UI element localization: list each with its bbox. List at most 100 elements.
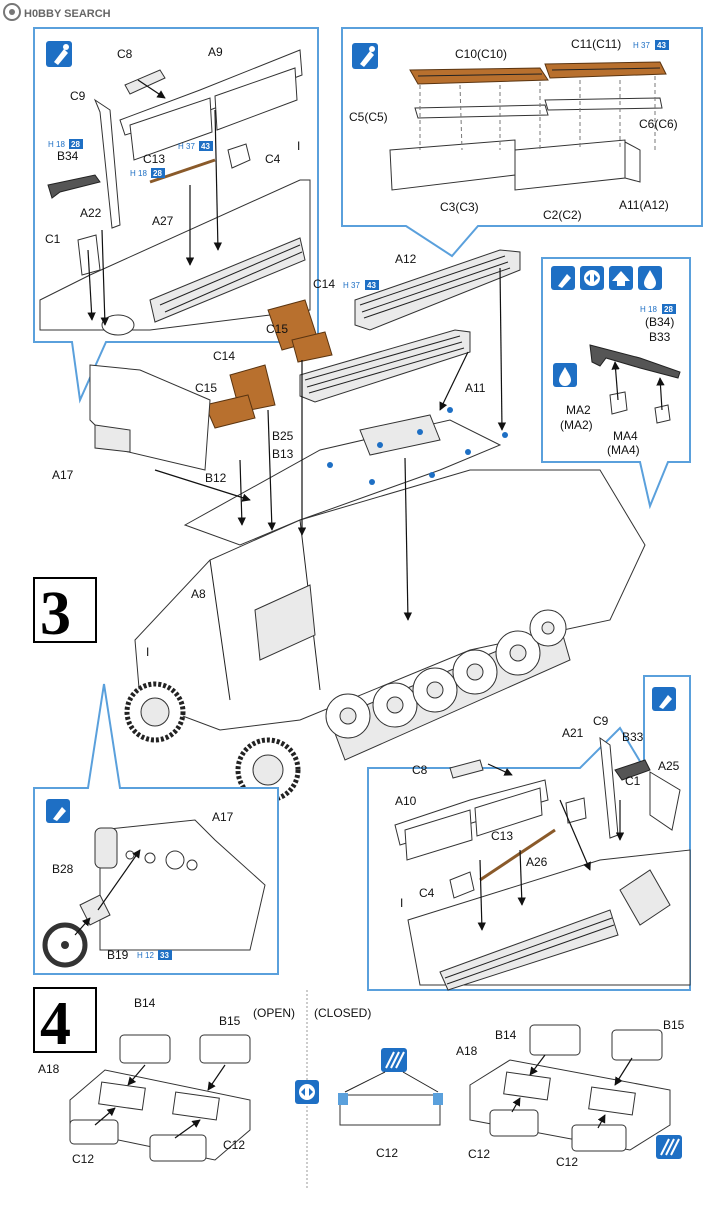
label-ma2: MA2 xyxy=(566,403,591,417)
label-c9: C9 xyxy=(593,714,609,728)
label-c12-open-right: C12 xyxy=(223,1138,245,1152)
label-c5: C5(C5) xyxy=(349,110,388,124)
swap-icon xyxy=(580,266,604,290)
svg-text:33: 33 xyxy=(160,951,169,960)
label-c13: C13 xyxy=(143,152,165,166)
label-b34: B34 xyxy=(57,149,79,163)
paint-drop-icon xyxy=(553,363,577,387)
callout-dashboard: A17 B28 B19 H 12 33 xyxy=(33,683,279,975)
label-ma4-alt: (MA4) xyxy=(607,443,640,457)
svg-text:37: 37 xyxy=(641,41,650,50)
label-a10: A10 xyxy=(395,794,417,808)
label-c12-closed-right: C12 xyxy=(556,1155,578,1169)
label-c15-top: C15 xyxy=(266,322,288,336)
label-b25: B25 xyxy=(272,429,294,443)
svg-text:H: H xyxy=(640,305,646,314)
svg-text:43: 43 xyxy=(367,281,376,290)
svg-text:28: 28 xyxy=(664,305,673,314)
callout-bottom-right: C9 B33 A21 C1 A25 C8 A10 C13 A26 C4 I xyxy=(367,675,691,991)
paint-ref-h37-tr: H 37 43 xyxy=(633,40,669,50)
callout-top-left: C8 A9 C9 B34 C13 C4 I A22 A27 C1 H 18 28… xyxy=(33,27,319,404)
label-ma2-alt: (MA2) xyxy=(560,418,593,432)
texture-icon xyxy=(656,1135,682,1159)
paint-ref-h12: H 12 33 xyxy=(137,950,172,960)
paint-ref-h37-seat: H 37 43 xyxy=(343,280,379,290)
state-closed: (CLOSED) xyxy=(314,1006,371,1020)
label-c8: C8 xyxy=(412,763,428,777)
up-arrow-icon xyxy=(609,266,633,290)
label-c12-open-left: C12 xyxy=(72,1152,94,1166)
svg-text:H0BBY SEARCH: H0BBY SEARCH xyxy=(24,8,111,20)
svg-text:28: 28 xyxy=(153,169,162,178)
label-c9: C9 xyxy=(70,89,86,103)
svg-text:H: H xyxy=(633,41,639,50)
svg-text:12: 12 xyxy=(145,951,154,960)
label-c3: C3(C3) xyxy=(440,200,479,214)
label-a17: A17 xyxy=(212,810,234,824)
label-a26: A26 xyxy=(526,855,548,869)
front-wheels xyxy=(124,681,301,803)
svg-text:H: H xyxy=(130,169,136,178)
texture-icon xyxy=(381,1048,407,1072)
svg-text:43: 43 xyxy=(657,41,666,50)
label-i: I xyxy=(297,139,300,153)
label-c12-closed: C12 xyxy=(376,1146,398,1160)
label-a12: A12 xyxy=(395,252,417,266)
paint-ref-h18-gun: H 18 28 xyxy=(640,304,676,314)
svg-text:18: 18 xyxy=(56,140,65,149)
paint-drop-icon xyxy=(638,266,662,290)
label-a21: A21 xyxy=(562,726,584,740)
label-b34: (B34) xyxy=(645,315,674,329)
state-open: (OPEN) xyxy=(253,1006,295,1020)
label-a25: A25 xyxy=(658,759,680,773)
callout-top-right: C10(C10) C11(C11) H 37 43 C5(C5) C6(C6) … xyxy=(341,27,703,258)
glue-icon xyxy=(46,41,72,67)
svg-text:H: H xyxy=(178,142,184,151)
main-assembly: A12 C14 H 37 43 C15 C14 C15 A11 B25 B13 … xyxy=(52,249,646,803)
label-ma4: MA4 xyxy=(613,429,638,443)
label-b12: B12 xyxy=(205,471,227,485)
paint-ref-h18: H 18 28 xyxy=(48,139,83,149)
label-b19: B19 xyxy=(107,948,129,962)
label-a11-a12: A11(A12) xyxy=(619,198,669,212)
svg-text:H: H xyxy=(137,951,143,960)
label-c15: C15 xyxy=(195,381,217,395)
paint-ref-h37: H 37 43 xyxy=(178,141,213,151)
road-wheels xyxy=(325,609,567,739)
svg-text:H: H xyxy=(343,281,349,290)
label-b33: B33 xyxy=(649,330,671,344)
label-c14: C14 xyxy=(213,349,235,363)
glue-icon xyxy=(551,266,575,290)
label-c14-top: C14 xyxy=(313,277,335,291)
label-c12-closed-left: C12 xyxy=(468,1147,490,1161)
label-c4: C4 xyxy=(265,152,281,166)
label-a17: A17 xyxy=(52,468,74,482)
label-c4: C4 xyxy=(419,886,435,900)
label-a27: A27 xyxy=(152,214,174,228)
label-i: I xyxy=(146,645,149,659)
paint-ref-h18-rod: H 18 28 xyxy=(130,168,165,178)
label-b14-closed: B14 xyxy=(495,1028,517,1042)
label-b15-open: B15 xyxy=(219,1014,241,1028)
label-c6: C6(C6) xyxy=(639,117,678,131)
label-c11: C11(C11) xyxy=(571,37,621,51)
step-4-section: 4 (OPEN) (CLOSED) B14 B15 A18 C12 C12 xyxy=(33,987,685,1190)
svg-text:28: 28 xyxy=(71,140,80,149)
label-a11: A11 xyxy=(465,381,486,395)
swap-icon xyxy=(295,1080,319,1104)
label-a8: A8 xyxy=(191,587,206,601)
step-4-number: 4 xyxy=(40,990,71,1058)
svg-text:18: 18 xyxy=(138,169,147,178)
svg-text:43: 43 xyxy=(201,142,210,151)
watermark: H0BBY SEARCH xyxy=(3,3,111,21)
label-b14-open: B14 xyxy=(134,996,156,1010)
label-a18-open: A18 xyxy=(38,1062,60,1076)
label-c1: C1 xyxy=(625,774,641,788)
glue-points xyxy=(327,407,508,485)
label-a9: A9 xyxy=(208,45,223,59)
glue-icon xyxy=(652,687,676,711)
label-b28: B28 xyxy=(52,862,74,876)
svg-text:18: 18 xyxy=(648,305,657,314)
